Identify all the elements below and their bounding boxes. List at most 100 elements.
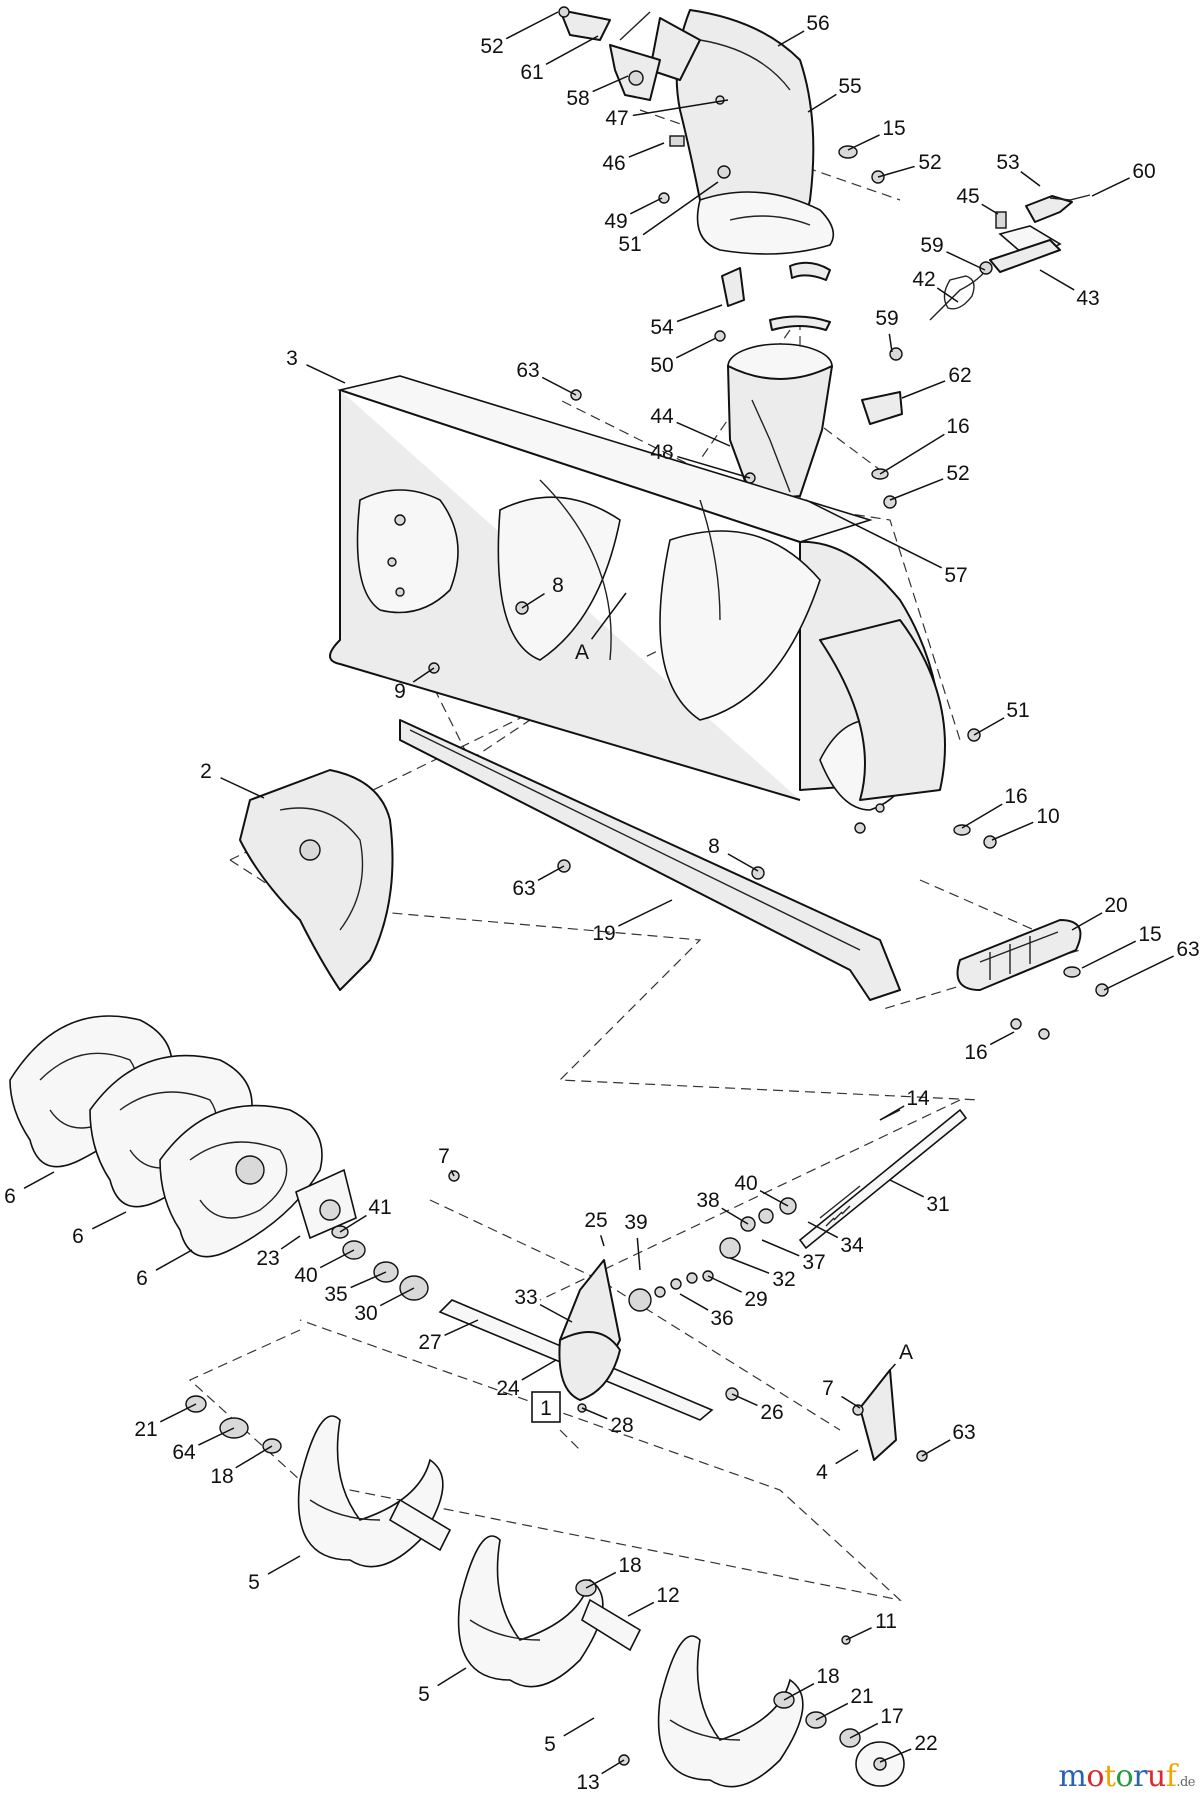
callout-leader: [521, 1359, 557, 1381]
callout-leader: [807, 93, 837, 113]
callout-leader: [879, 433, 945, 475]
callout-leader: [675, 337, 717, 359]
watermark-letter: f: [1165, 1759, 1177, 1794]
callout-leader: [444, 1319, 479, 1337]
callout-leader: [220, 777, 265, 799]
callout-leader: [1039, 269, 1075, 291]
watermark-letter: t: [1103, 1759, 1116, 1794]
callout-leader: [731, 1393, 758, 1407]
callout-leader: [889, 1179, 925, 1198]
callout-label: 63: [1176, 938, 1199, 961]
callout-leader: [888, 333, 893, 353]
callout-label: 63: [516, 359, 539, 382]
callout-label: 56: [806, 12, 829, 35]
callout-leader: [350, 1271, 387, 1289]
callout-label: 11: [875, 1610, 897, 1633]
callout-label: 7: [822, 1377, 834, 1400]
callout-leader: [1071, 912, 1103, 931]
callout-label: 6: [4, 1185, 16, 1208]
callout-label: 16: [964, 1041, 987, 1064]
callout-leader: [841, 1395, 861, 1409]
callout-leader: [921, 1439, 951, 1457]
callout-leader: [267, 1555, 301, 1575]
callout-label: 49: [604, 210, 627, 233]
callout-label: 5: [544, 1733, 556, 1756]
callout-leader: [936, 287, 959, 303]
callout-label: 10: [1036, 805, 1059, 828]
callout-label: 59: [875, 307, 898, 330]
callout-label: 40: [734, 1172, 757, 1195]
callout-leader: [581, 1407, 608, 1420]
callout-leader: [505, 11, 559, 40]
callout-label: 18: [618, 1554, 641, 1577]
callout-leader: [537, 865, 565, 881]
callout-leader: [198, 1427, 235, 1446]
callout-label: 29: [744, 1288, 767, 1311]
callout-leader: [981, 203, 999, 215]
callout-leader: [901, 380, 946, 399]
callout-leader: [946, 251, 986, 271]
callout-label: A: [575, 641, 589, 664]
callout-label: 21: [134, 1418, 157, 1441]
callout-leader: [783, 1683, 815, 1701]
callout-label: 44: [650, 405, 674, 428]
callout-leader: [412, 667, 435, 683]
callout-label: 58: [566, 87, 589, 110]
callout-leader: [1020, 171, 1041, 187]
callout-label: 2: [200, 760, 212, 783]
callout-label: 16: [946, 415, 969, 438]
callout-leader: [23, 1171, 55, 1189]
callout-label: 18: [210, 1465, 233, 1488]
callout-leader: [961, 803, 1003, 829]
callout-label: 24: [496, 1377, 520, 1400]
auger-housing: [329, 375, 981, 834]
skid-shoe: [953, 824, 1109, 1040]
callout-label: 30: [354, 1302, 377, 1325]
callout-label: 7: [438, 1145, 450, 1168]
callout-leader: [847, 134, 880, 151]
callout-leader: [707, 1275, 742, 1293]
callout-leader: [590, 592, 627, 640]
callout-label: 41: [368, 1196, 391, 1219]
callout-label: 16: [1004, 785, 1027, 808]
callout-leader: [989, 1031, 1015, 1046]
callout-leader: [1103, 955, 1174, 991]
callout-label: 27: [418, 1331, 441, 1354]
gearbox: [558, 1259, 739, 1413]
discharge-chute: [559, 9, 835, 255]
callout-label: 5: [418, 1683, 430, 1706]
callout-leader: [677, 455, 751, 479]
callout-leader: [676, 304, 723, 323]
callout-leader: [319, 1249, 355, 1269]
callout-leader: [845, 1627, 872, 1641]
callout-leader: [545, 35, 599, 65]
callout-label: 37: [802, 1251, 825, 1274]
callout-leader: [636, 1237, 641, 1271]
watermark-letter: u: [1146, 1759, 1166, 1794]
callout-label: 63: [512, 877, 535, 900]
callout-label: 21: [850, 1685, 873, 1708]
callout-label: 6: [72, 1225, 84, 1248]
housing-side-plate: [239, 769, 394, 991]
callout-label: A: [899, 1341, 913, 1364]
callout-leader: [815, 1702, 849, 1721]
callout-leader: [280, 1235, 301, 1250]
callout-leader: [991, 821, 1034, 841]
callout-label: 34: [840, 1234, 864, 1257]
callout-leader: [450, 1169, 455, 1177]
callout-leader: [585, 1571, 617, 1589]
callout-leader: [1081, 940, 1137, 969]
callout-label: 43: [1076, 287, 1099, 310]
callout-leader: [759, 1190, 789, 1207]
callout-label: 48: [650, 441, 673, 464]
callout-leader: [235, 1445, 273, 1469]
callout-label: 8: [708, 835, 720, 858]
callout-leader: [306, 364, 346, 384]
callout-label: 38: [696, 1189, 719, 1212]
callout-leader: [721, 1207, 749, 1225]
callout-leader: [339, 1214, 367, 1233]
callout-label: 17: [880, 1705, 903, 1728]
callout-label: 31: [926, 1193, 949, 1216]
callout-label: 26: [760, 1401, 783, 1424]
